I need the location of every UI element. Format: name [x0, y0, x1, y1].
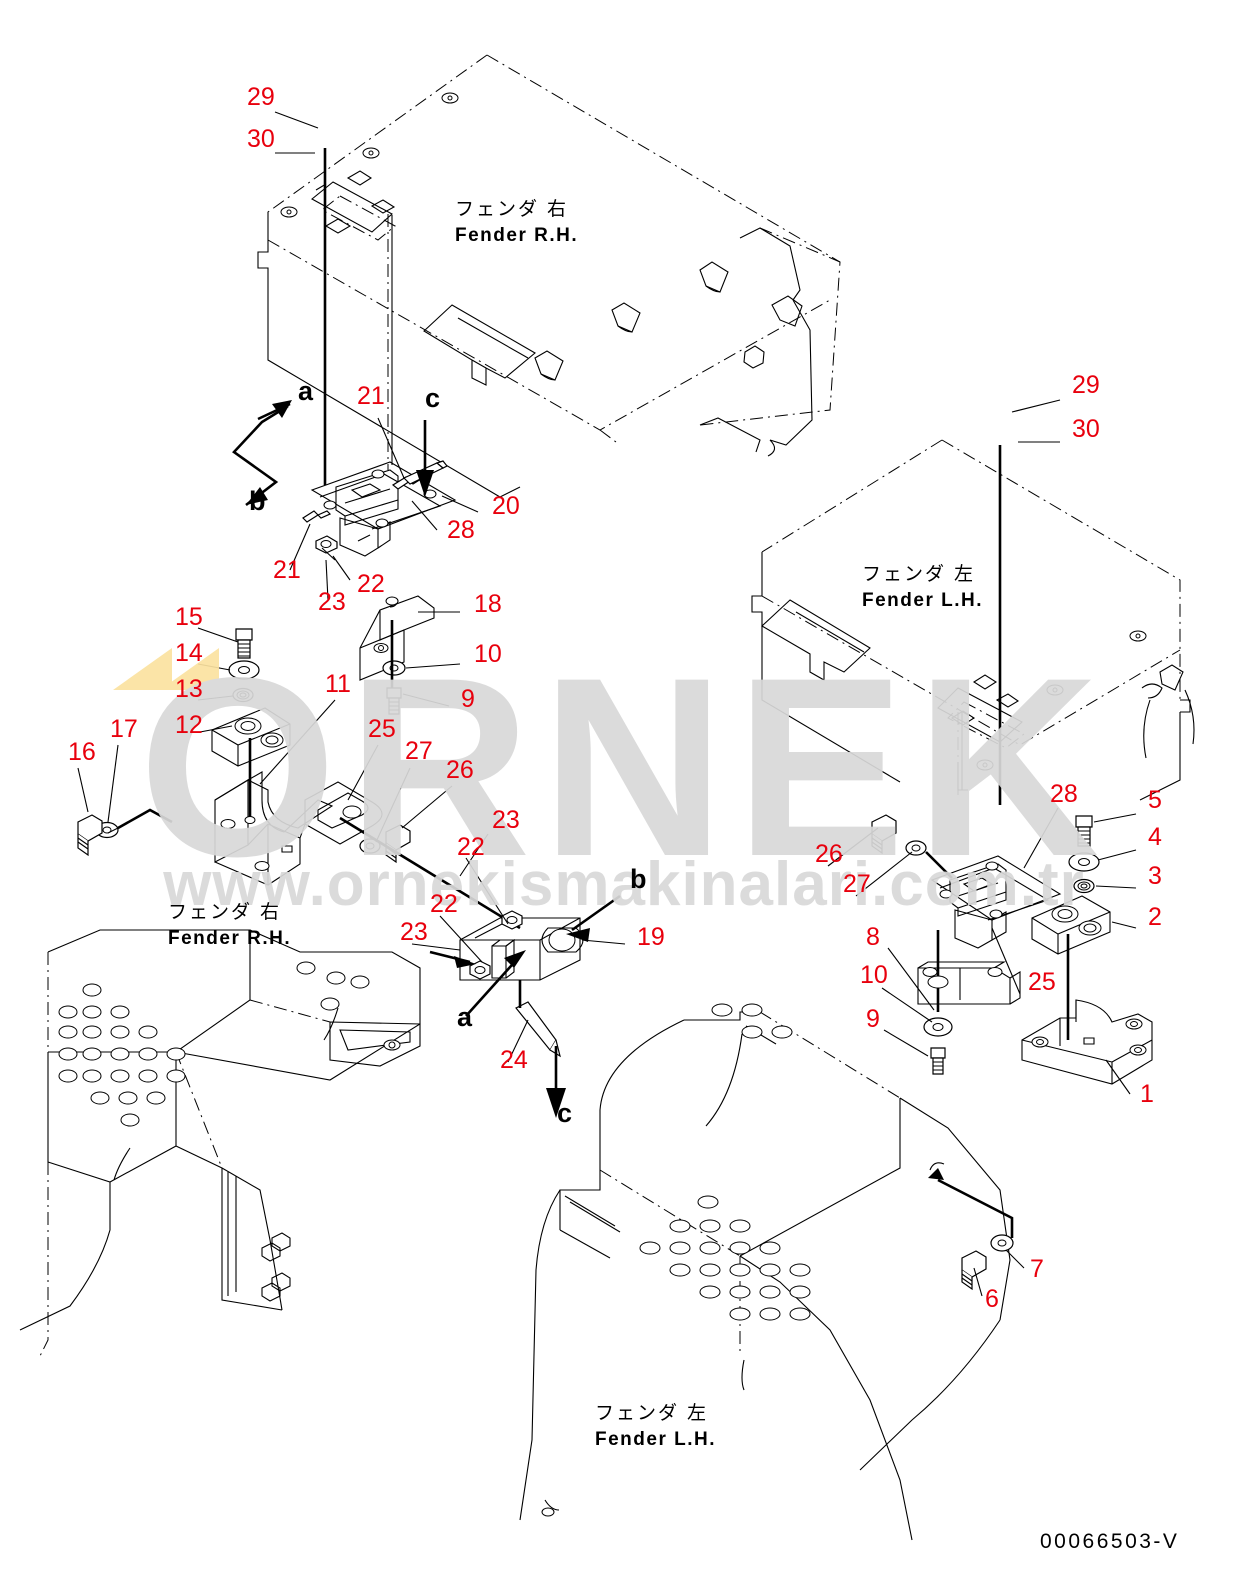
callout-number-23-24: 23	[400, 918, 428, 946]
callout-number-19-25: 19	[637, 923, 665, 951]
fastener-stack-13-15	[228, 628, 260, 703]
logo-triangle-left	[113, 648, 172, 690]
callout-number-29-27: 29	[1072, 371, 1100, 399]
switch-bracket-assembly-right	[871, 814, 1153, 1085]
callout-number-14-10: 14	[175, 639, 203, 667]
clevis-25-left	[299, 781, 521, 930]
callout-number-22-6: 22	[357, 570, 385, 598]
callout-number-4-31: 4	[1148, 823, 1162, 851]
callout-number-22-22: 22	[457, 833, 485, 861]
logo-triangle-right	[160, 648, 219, 690]
fender-rh-top-jp: フェンダ 右	[455, 198, 568, 220]
fender-lh-bottom-panel	[519, 1003, 1011, 1541]
callout-number-24-26: 24	[500, 1046, 528, 1074]
fender-lh-right-panel	[751, 439, 1195, 805]
bracket-18-assembly	[359, 595, 435, 715]
callout-number-18-8: 18	[474, 590, 502, 618]
callout-number-13-12: 13	[175, 675, 203, 703]
bolt-16-washer-17	[77, 808, 173, 857]
callout-number-6-42: 6	[985, 1285, 999, 1313]
fender-lh-right-jp: フェンダ 左	[862, 563, 975, 585]
watermark-brand: ORNEK	[139, 625, 1110, 910]
callout-number-30-1: 30	[247, 125, 275, 153]
callout-number-5-30: 5	[1148, 786, 1162, 814]
callout-number-27-34: 27	[843, 870, 871, 898]
callout-number-27-19: 27	[405, 737, 433, 765]
perforation-pattern-center	[639, 1003, 811, 1321]
section-markers: a c b b a c	[249, 376, 647, 1128]
section-marker-b-2: b	[249, 486, 266, 516]
callout-number-8-36: 8	[866, 923, 880, 951]
switch-bracket-assembly-left	[302, 460, 457, 561]
fender-rh-bottom-en: Fender R.H.	[168, 928, 291, 949]
callout-number-21-5: 21	[273, 556, 301, 584]
section-arrows-center	[465, 894, 621, 1118]
callout-number-17-16: 17	[110, 715, 138, 743]
perforation-pattern-left	[58, 961, 370, 1127]
fender-lh-bottom-jp: フェンダ 左	[595, 1402, 708, 1424]
fender-rh-bottom-jp: フェンダ 右	[168, 901, 281, 923]
section-marker-a-4: a	[457, 1002, 473, 1032]
drawing-number: 00066503-V	[1040, 1530, 1179, 1553]
section-marker-a-0: a	[298, 376, 314, 406]
fender-rh-bottom-panel	[19, 929, 421, 1357]
fender-lh-right-en: Fender L.H.	[862, 590, 983, 611]
callout-number-1-40: 1	[1140, 1080, 1154, 1108]
callout-number-11-13: 11	[325, 670, 351, 698]
fender-lh-bottom-en: Fender L.H.	[595, 1429, 716, 1450]
callout-number-25-17: 25	[368, 715, 396, 743]
callout-number-20-3: 20	[492, 492, 520, 520]
section-marker-c-5: c	[557, 1098, 572, 1128]
callout-number-10-37: 10	[860, 961, 888, 989]
leader-lines	[77, 111, 1137, 1297]
callout-number-16-18: 16	[68, 738, 96, 766]
callout-number-7-41: 7	[1030, 1255, 1044, 1283]
callout-number-26-20: 26	[446, 756, 474, 784]
callout-number-21-2: 21	[357, 382, 385, 410]
callout-number-26-32: 26	[815, 840, 843, 868]
bracket-11-12-assembly	[211, 707, 334, 886]
callout-number-9-14: 9	[461, 685, 475, 713]
section-arrows-left	[232, 400, 434, 507]
watermark-url: www.ornekismakinalari.com.tr	[162, 850, 1085, 919]
fender-rh-top-en: Fender R.H.	[455, 225, 578, 246]
callout-number-28-29: 28	[1050, 780, 1078, 808]
callout-number-9-39: 9	[866, 1005, 880, 1033]
callout-number-12-15: 12	[175, 711, 203, 739]
callout-number-22-23: 22	[430, 890, 458, 918]
bolt-6-washer-7	[928, 1162, 1014, 1291]
callout-number-23-7: 23	[318, 588, 346, 616]
callout-number-30-28: 30	[1072, 415, 1100, 443]
section-marker-b-3: b	[630, 864, 647, 894]
callout-number-25-38: 25	[1028, 968, 1056, 996]
section-marker-c-1: c	[425, 383, 440, 413]
callout-number-10-11: 10	[474, 640, 502, 668]
callout-number-15-9: 15	[175, 603, 203, 631]
callout-number-3-33: 3	[1148, 862, 1162, 890]
callout-number-2-35: 2	[1148, 903, 1162, 931]
fender-name-labels: フェンダ 右 Fender R.H. フェンダ 左 Fender L.H. フェンダ 右…	[168, 198, 983, 1450]
callout-number-28-4: 28	[447, 516, 475, 544]
callout-number-29-0: 29	[247, 83, 275, 111]
fender-rh-top-panel	[257, 54, 841, 498]
callout-number-23-21: 23	[492, 806, 520, 834]
